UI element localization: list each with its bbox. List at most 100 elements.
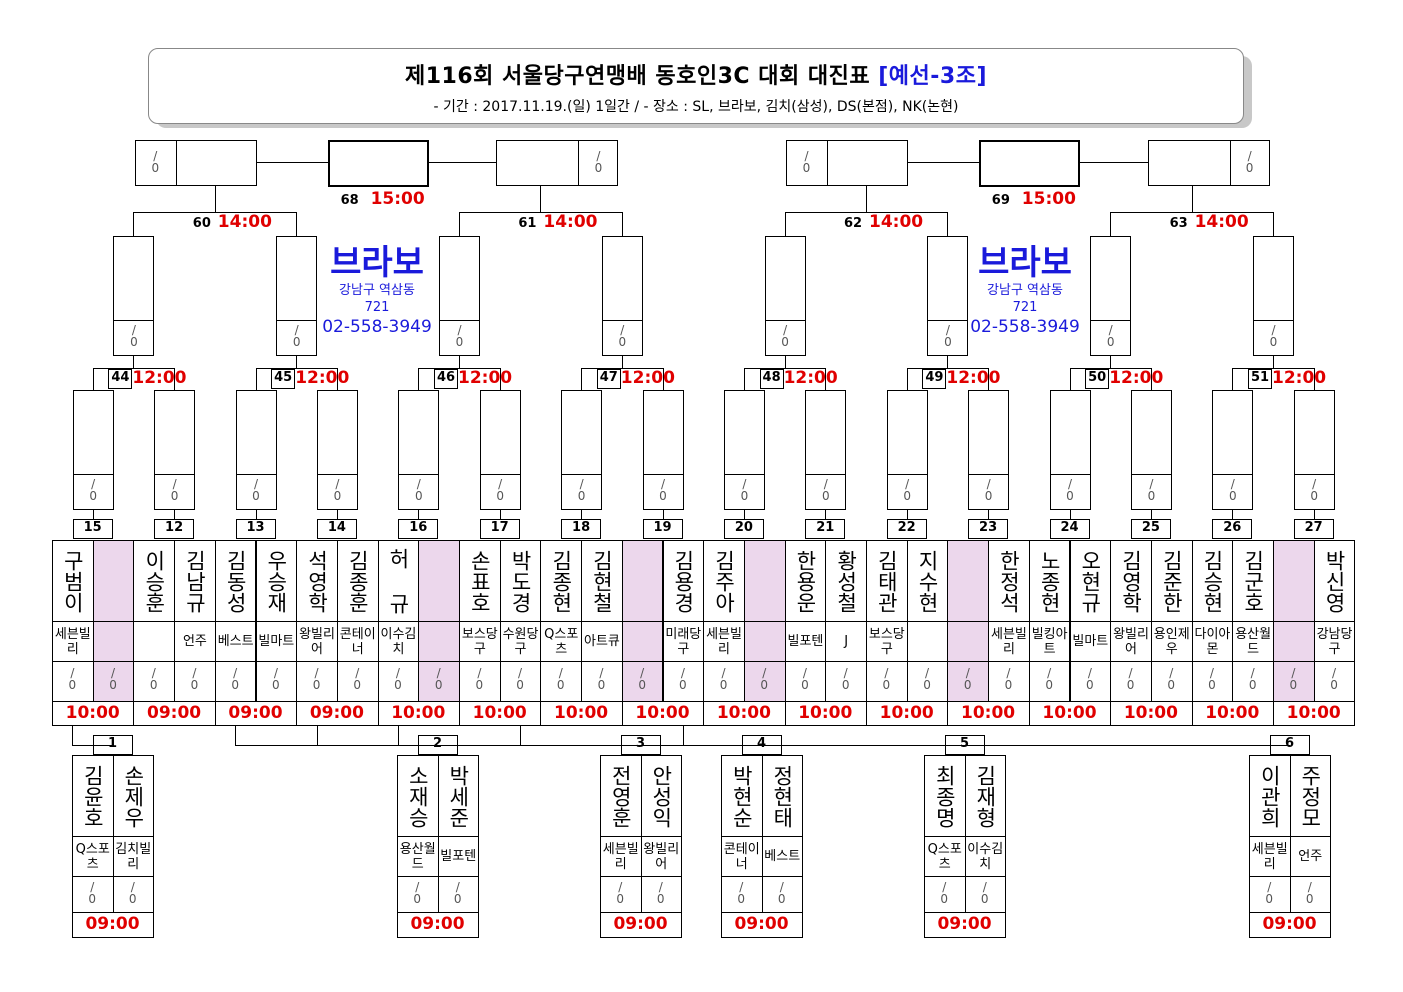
- venue-address: 강남구 역삼동: [339, 283, 415, 298]
- bracket-line: [398, 474, 440, 475]
- sf-score-slot: /0: [113, 324, 154, 348]
- time-cell: [133, 701, 216, 726]
- score-slash: /: [233, 666, 238, 680]
- prelim-time: 09:00: [937, 914, 992, 934]
- venue-address: 강남구 역삼동: [987, 283, 1063, 298]
- bracket-line: [723, 474, 765, 475]
- score-value: 0: [737, 892, 746, 906]
- time-cell: [459, 701, 542, 726]
- sf-number: 62: [844, 216, 863, 231]
- score-value: 0: [1228, 489, 1237, 503]
- score-value: 0: [151, 161, 160, 175]
- bracket-line: [1314, 510, 1315, 519]
- player-name: 박신영: [1313, 540, 1356, 622]
- bracket-line: [744, 510, 745, 519]
- sf-score-slot: /0: [602, 324, 643, 348]
- bracket-line: [908, 162, 979, 163]
- score-value: 0: [594, 161, 603, 175]
- qf-score-slot: /0: [317, 478, 358, 502]
- score-slot: /0: [988, 667, 1029, 691]
- player-club: 콘테이너: [336, 621, 379, 662]
- score-value: 0: [1004, 678, 1013, 692]
- score-slot: /0: [540, 667, 581, 691]
- bracket-line: [988, 368, 989, 390]
- score-slash: /: [965, 666, 970, 680]
- sf-time: 14:00: [543, 212, 598, 232]
- sf-number: 60: [192, 216, 211, 231]
- qf-score-slot: /0: [73, 478, 114, 502]
- prelim-time-cell: [600, 912, 682, 938]
- score-slash: /: [804, 149, 809, 163]
- match-time: 10:00: [1123, 703, 1178, 723]
- group-label: [예선-3조]: [878, 64, 988, 89]
- bracket-line: [316, 474, 358, 475]
- score-value: 0: [128, 892, 137, 906]
- bracket-line: [764, 320, 806, 321]
- finalist-score-slot: /0: [786, 150, 827, 174]
- final-time: 15:00: [1021, 189, 1076, 209]
- prelim-player-name: 박세준: [437, 755, 479, 837]
- score-value: 0: [556, 678, 565, 692]
- score-slash: /: [395, 666, 400, 680]
- score-value: 0: [980, 892, 989, 906]
- score-slash: /: [1087, 666, 1092, 680]
- score-value: 0: [1106, 335, 1115, 349]
- bracket-line: [581, 368, 582, 390]
- player-name: 김동성: [214, 540, 257, 622]
- player-name: 김종훈: [336, 540, 379, 622]
- player-name: 구범이: [52, 540, 94, 622]
- qf-time: 12:00: [458, 368, 513, 388]
- bracket-line: [866, 186, 867, 212]
- qf-number: 46: [434, 369, 458, 389]
- score-value: 0: [1310, 489, 1318, 503]
- bracket-line: [578, 140, 580, 186]
- score-slash: /: [153, 149, 158, 163]
- sf-number: 61: [518, 216, 537, 231]
- qf-score-slot: /0: [154, 478, 195, 502]
- player-club: Q스포츠: [540, 621, 583, 662]
- score-value: 0: [516, 678, 524, 692]
- bracket-line: [93, 368, 174, 369]
- score-value: 0: [1248, 678, 1257, 692]
- time-cell: [540, 701, 623, 726]
- score-value: 0: [1126, 678, 1135, 692]
- score-value: 0: [781, 335, 789, 349]
- player-club: 세븐빌리: [703, 621, 745, 662]
- prelim-score-slot: /0: [641, 881, 682, 905]
- player-club: 빌마트: [255, 621, 298, 662]
- bracket-line: [1151, 368, 1152, 390]
- player-club: 미래당구: [662, 621, 705, 662]
- bracket-line: [1293, 474, 1335, 475]
- score-slash: /: [823, 477, 828, 491]
- sf-time: 14:00: [1194, 212, 1249, 232]
- sf-slot-box: [1253, 236, 1294, 356]
- score-slash: /: [618, 880, 623, 894]
- score-slot: /0: [418, 667, 459, 691]
- qf-slot-box: [805, 390, 847, 510]
- player-club: 왕빌리어: [296, 621, 338, 662]
- bracket-line: [113, 320, 155, 321]
- player-name: [92, 540, 135, 622]
- score-value: 0: [414, 489, 423, 503]
- score-slash: /: [680, 666, 685, 680]
- qf-time: 12:00: [132, 368, 187, 388]
- score-slash: /: [1149, 477, 1154, 491]
- score-slot: /0: [296, 667, 337, 691]
- score-value: 0: [1045, 678, 1053, 692]
- page-title: 제116회 서울당구연맹배 동호인3C 대회 대진표 [예선-3조]: [149, 58, 1243, 90]
- bracket-line: [907, 368, 908, 390]
- qf-slot-box: [1049, 390, 1091, 510]
- bracket-line: [459, 356, 460, 368]
- qf-score-slot: /0: [643, 478, 684, 502]
- bracket-line: [133, 212, 134, 236]
- bracket-line: [1070, 368, 1151, 369]
- player-name: [947, 540, 990, 622]
- score-slash: /: [658, 880, 663, 894]
- bracket-line: [1151, 510, 1152, 519]
- score-value: 0: [802, 161, 811, 175]
- match-time: 10:00: [961, 703, 1016, 723]
- score-value: 0: [496, 489, 504, 503]
- score-value: 0: [312, 678, 321, 692]
- sf-slot-box: [764, 236, 806, 356]
